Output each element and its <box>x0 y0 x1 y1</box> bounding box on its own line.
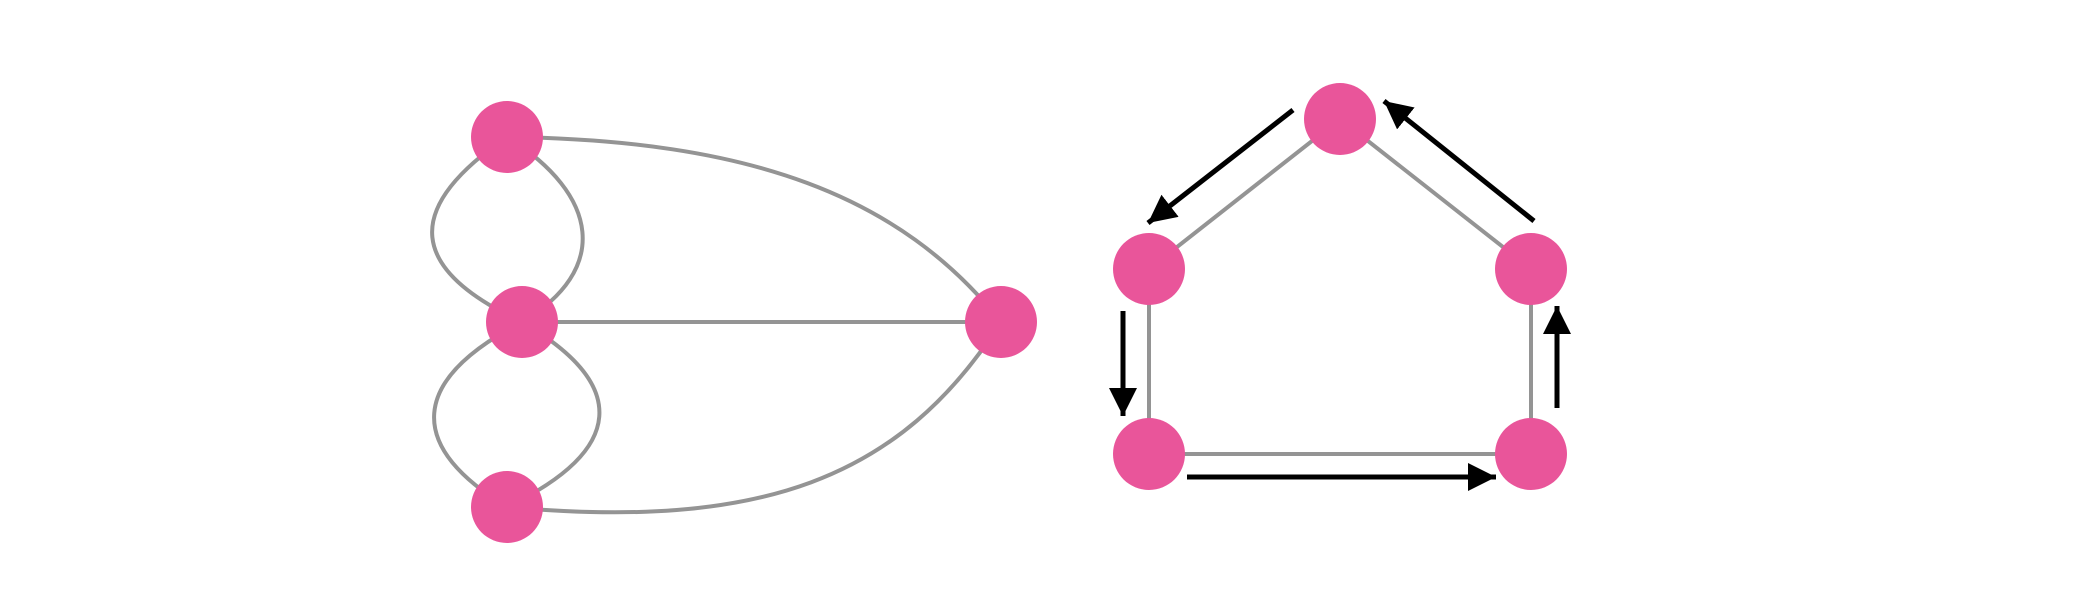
node-lower-right <box>1495 418 1567 490</box>
multigraph <box>430 101 1037 543</box>
edge-c-d <box>506 320 1003 515</box>
node-upper-right <box>1495 233 1567 305</box>
edge-b-c-right <box>506 320 602 509</box>
pentagon-edges <box>1147 117 1533 456</box>
node-c <box>471 471 543 543</box>
node-top <box>1304 83 1376 155</box>
node-d <box>965 286 1037 358</box>
pentagon-nodes <box>1113 83 1567 490</box>
node-lower-left <box>1113 418 1185 490</box>
node-upper-left <box>1113 233 1185 305</box>
node-a <box>471 101 543 173</box>
edge-upper-right-top <box>1338 117 1533 271</box>
node-b <box>486 286 558 358</box>
edge-a-d <box>506 135 1003 324</box>
multigraph-nodes <box>471 101 1037 543</box>
pentagon-cycle <box>1109 83 1571 491</box>
edge-b-c-left <box>432 320 523 509</box>
multigraph-edges <box>430 135 1003 515</box>
edge-top-upper-left <box>1147 117 1342 271</box>
edge-a-b-left <box>430 135 523 324</box>
arrow-upper-right-to-top <box>1382 99 1536 223</box>
arrow-top-to-upper-left <box>1146 108 1295 225</box>
traversal-arrows <box>1109 99 1571 491</box>
